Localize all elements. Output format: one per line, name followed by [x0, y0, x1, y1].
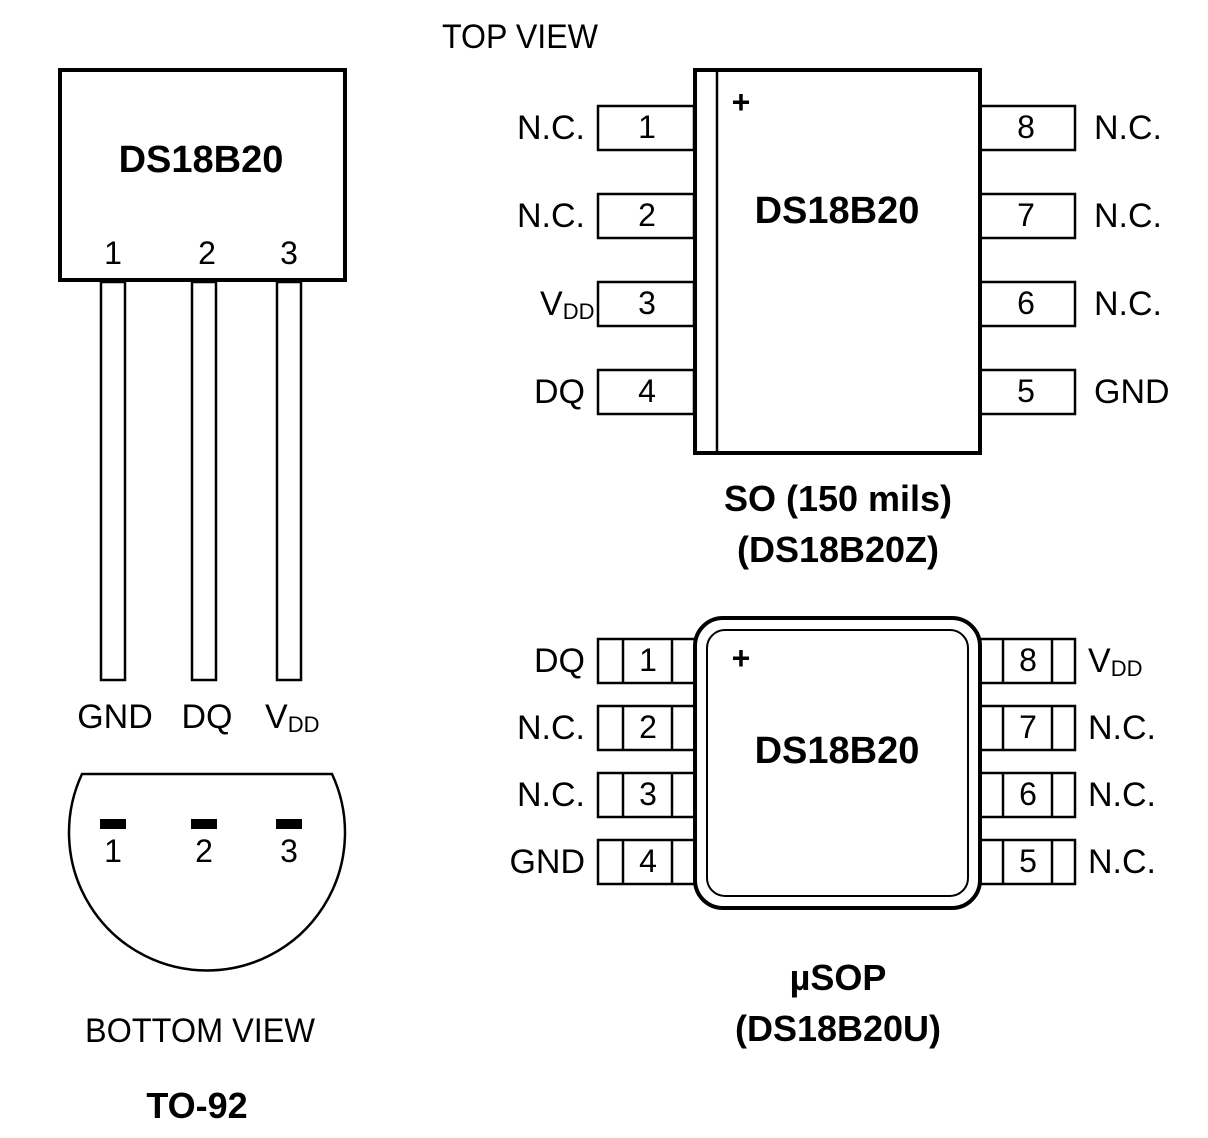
usop-pin-label: N.C.: [517, 776, 585, 814]
usop-pin-label: N.C.: [1088, 843, 1156, 881]
to92-pin-number: 2: [198, 235, 216, 271]
so-pin-stub: [596, 104, 696, 152]
usop-part-number: (DS18B20U): [735, 1008, 941, 1049]
usop-pin-stub: [976, 771, 1077, 819]
usop-pin-number: 5: [1019, 843, 1037, 879]
to92-bottom-pin-number: 1: [104, 833, 122, 869]
so-pin-number: 5: [1017, 373, 1035, 409]
so-pin-label: GND: [1094, 373, 1170, 411]
to92-lead: [99, 280, 127, 682]
usop-package: + DS18B20 1 2 3 4 8 7 6 5 DQ N.C. N.C. G…: [509, 616, 1156, 1049]
so-pin-label: N.C.: [1094, 197, 1162, 235]
usop-pin1-marker: +: [732, 640, 751, 676]
to92-pin-label: GND: [77, 698, 153, 736]
top-view-label: TOP VIEW: [442, 18, 598, 56]
to92-pin-number: 3: [280, 235, 298, 271]
so-pin-label: N.C.: [1094, 109, 1162, 147]
usop-pin-stub: [596, 838, 697, 886]
usop-chip-name: DS18B20: [755, 730, 920, 772]
to92-bottom-outline: [67, 772, 347, 972]
to92-package-label: TO-92: [146, 1085, 247, 1126]
to92-package: DS18B20 1 2 3 GND DQ VDD 1 2 3 BOTTOM VI…: [58, 68, 347, 1126]
so-pin-number: 6: [1017, 285, 1035, 321]
usop-pin-stub: [596, 704, 697, 752]
usop-body-inner: [706, 629, 969, 897]
to92-bottom-pad: [276, 819, 302, 829]
so-pin-number: 4: [638, 373, 656, 409]
so-pin-stub: [596, 368, 696, 416]
so-pin-label: N.C.: [1094, 285, 1162, 323]
so-pin-number: 1: [638, 109, 656, 145]
so-pin-label: VDD: [540, 285, 594, 324]
usop-pin-number: 7: [1019, 709, 1037, 745]
to92-pin-number: 1: [104, 235, 122, 271]
to92-pin-label: VDD: [265, 698, 319, 737]
so-package: + DS18B20 1 2 3 4 8 7 6 5 N.C. N.C. VDD …: [517, 68, 1170, 570]
to92-view-label: BOTTOM VIEW: [85, 1012, 315, 1050]
so-pin-label: DQ: [534, 373, 585, 411]
so-pin-number: 3: [638, 285, 656, 321]
usop-pin-number: 2: [639, 709, 657, 745]
so-pin-stub: [978, 192, 1077, 240]
to92-pin-label: DQ: [182, 698, 233, 736]
so-pin-label: N.C.: [517, 197, 585, 235]
usop-pin-number: 1: [639, 642, 657, 678]
so-pin-number: 7: [1017, 197, 1035, 233]
usop-pin-label: N.C.: [517, 709, 585, 747]
so-caption: SO (150 mils): [724, 478, 952, 519]
so-pin-number: 8: [1017, 109, 1035, 145]
to92-bottom-pad: [100, 819, 126, 829]
to92-body: [58, 68, 347, 282]
so-pin-label: N.C.: [517, 109, 585, 147]
usop-pin-stub: [976, 637, 1077, 685]
to92-bottom-pin-number: 2: [195, 833, 213, 869]
usop-pin-number: 6: [1019, 776, 1037, 812]
to92-bottom-pin-number: 3: [280, 833, 298, 869]
to92-chip-name: DS18B20: [119, 139, 284, 181]
so-pin-number: 2: [638, 197, 656, 233]
usop-pin-stub: [976, 704, 1077, 752]
usop-pin-label: DQ: [534, 642, 585, 680]
usop-pin-label: N.C.: [1088, 709, 1156, 747]
to92-lead: [190, 280, 218, 682]
usop-pin-number: 3: [639, 776, 657, 812]
usop-pin-number: 8: [1019, 642, 1037, 678]
so-pin1-marker: +: [732, 84, 751, 120]
usop-pin-number: 4: [639, 843, 657, 879]
usop-pin-label: N.C.: [1088, 776, 1156, 814]
usop-pin-label: GND: [509, 843, 585, 881]
to92-bottom-pad: [191, 819, 217, 829]
usop-caption: µSOP: [790, 957, 887, 998]
so-pin-stub: [596, 192, 696, 240]
usop-body: [693, 616, 982, 910]
usop-pin-stub: [596, 637, 697, 685]
usop-pin-label: VDD: [1088, 642, 1142, 681]
so-chip-name: DS18B20: [755, 190, 920, 232]
so-part-number: (DS18B20Z): [737, 529, 939, 570]
to92-lead: [275, 280, 303, 682]
so-body: [693, 68, 982, 455]
